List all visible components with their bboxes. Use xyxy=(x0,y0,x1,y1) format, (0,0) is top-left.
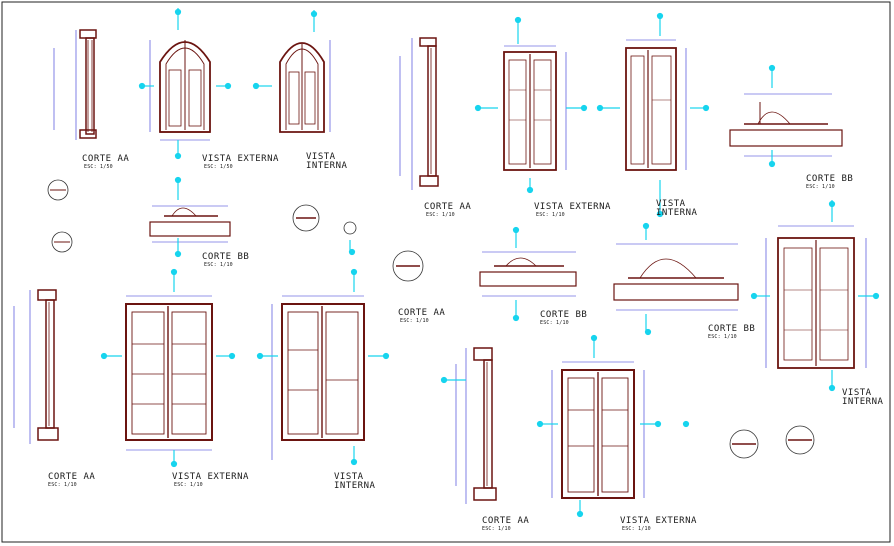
corte-bb-section-4 xyxy=(613,243,739,311)
label-vista-externa-4: VISTA EXTERNA xyxy=(620,516,697,526)
label-scale-9: ESC: 1/10 xyxy=(708,334,737,340)
label-scale-11: ESC: 1/10 xyxy=(174,482,203,488)
label-vista-interna-2: VISTA INTERNA xyxy=(656,199,698,218)
label-scale-1: ESC: 1/50 xyxy=(84,164,113,170)
label-scale-5: ESC: 1/10 xyxy=(806,184,835,190)
corte-aa-section-4 xyxy=(455,347,497,504)
label-scale-2: ESC: 1/50 xyxy=(204,164,233,170)
label-scale-4: ESC: 1/10 xyxy=(536,212,565,218)
label-corte-aa-2: CORTE AA xyxy=(424,202,472,212)
label-vista-externa-2: VISTA EXTERNA xyxy=(534,202,611,212)
label-scale-8: ESC: 1/10 xyxy=(540,320,569,326)
label-corte-aa-1: CORTE AA xyxy=(82,154,130,164)
corte-bb-section-1 xyxy=(149,205,231,243)
label-scale-7: ESC: 1/10 xyxy=(400,318,429,324)
label-corte-bb-1: CORTE BB xyxy=(806,174,854,184)
label-vista-interna-1: VISTA INTERNA xyxy=(306,152,348,171)
vista-externa-door-4 xyxy=(551,361,645,499)
label-vista-externa-1: VISTA EXTERNA xyxy=(202,154,279,164)
corte-bb-section-3 xyxy=(479,251,577,297)
label-vista-interna-3: VISTA INTERNA xyxy=(334,472,376,491)
label-scale-12: ESC: 1/10 xyxy=(482,526,511,532)
label-vista-externa-3: VISTA EXTERNA xyxy=(172,472,249,482)
label-scale-3: ESC: 1/10 xyxy=(426,212,455,218)
vista-externa-door-1 xyxy=(149,40,211,141)
vista-externa-door-3 xyxy=(125,295,213,451)
label-corte-aa-3: CORTE AA xyxy=(398,308,446,318)
detail-callouts-left xyxy=(47,179,424,282)
label-scale-6: ESC: 1/10 xyxy=(204,262,233,268)
corte-aa-section-1 xyxy=(53,29,97,140)
vista-externa-door-2 xyxy=(503,45,567,171)
vista-interna-door-4 xyxy=(765,225,867,369)
vista-interna-door-3 xyxy=(271,295,365,460)
label-corte-bb-2: CORTE BB xyxy=(202,252,250,262)
vista-interna-door-1 xyxy=(279,40,331,133)
corte-aa-section-3 xyxy=(13,289,59,444)
label-scale-10: ESC: 1/10 xyxy=(48,482,77,488)
detail-callouts-right xyxy=(729,425,815,459)
label-corte-bb-3: CORTE BB xyxy=(540,310,588,320)
section-markers xyxy=(100,8,880,518)
label-vista-interna-4: VISTA INTERNA xyxy=(842,388,884,407)
corte-bb-section-2 xyxy=(729,93,843,157)
label-scale-13: ESC: 1/10 xyxy=(622,526,651,532)
label-corte-aa-4: CORTE AA xyxy=(48,472,96,482)
vista-interna-door-2 xyxy=(625,39,687,171)
corte-aa-section-2 xyxy=(399,37,439,190)
label-corte-bb-4: CORTE BB xyxy=(708,324,756,334)
label-corte-aa-5: CORTE AA xyxy=(482,516,530,526)
